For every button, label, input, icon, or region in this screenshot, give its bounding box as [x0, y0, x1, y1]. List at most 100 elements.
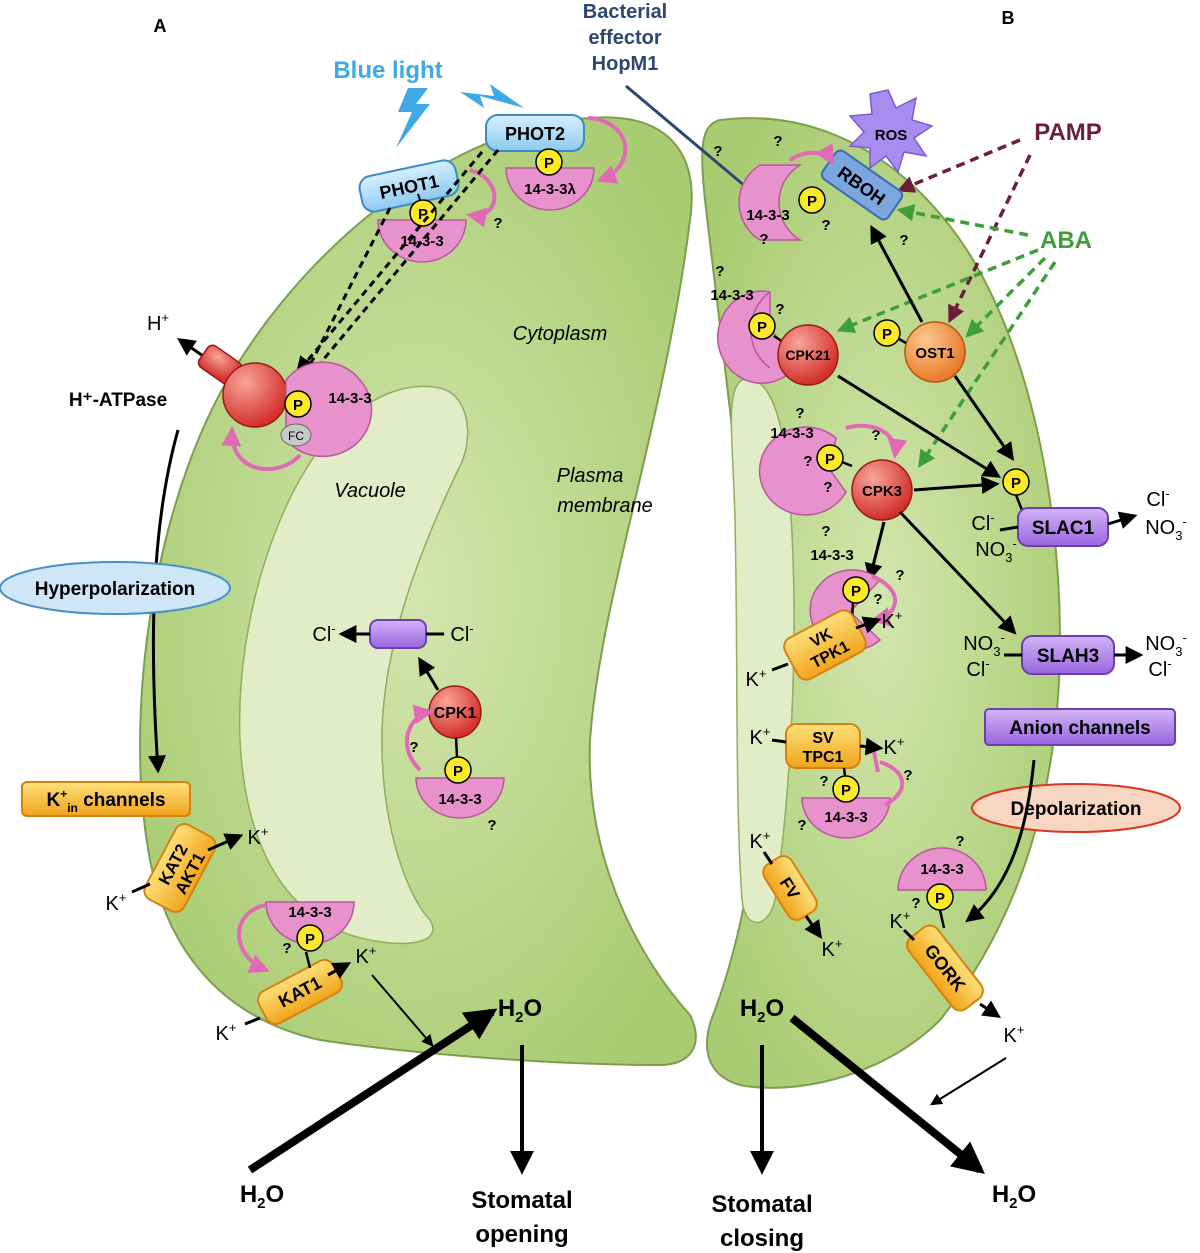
tpc1-14-3-3-adaptor: [801, 797, 891, 839]
tpk1-unknown-label-2: ?: [895, 567, 904, 584]
water-outside-right-label: H2O: [992, 1181, 1036, 1212]
gork-14-3-3-label: 14-3-3: [920, 861, 963, 878]
cpk1-unknown-label-1: ?: [409, 739, 418, 756]
cpk1-14-3-3-label: 14-3-3: [438, 791, 481, 808]
vacuole-label: Vacuole: [334, 480, 406, 502]
cpk21-to-slac1-arrow: [837, 374, 1002, 478]
rboh-unknown-label-3: ?: [759, 231, 768, 248]
water-influx-arrow: [247, 1008, 498, 1174]
depolarization-arrow: [965, 759, 1036, 923]
panel-label-a: A: [154, 16, 167, 36]
tpk1-out-arrow: [855, 616, 882, 634]
opening-label-2: opening: [475, 1221, 568, 1248]
sv-label: SV: [812, 730, 834, 747]
vacuolar-cl-channel[interactable]: [369, 619, 427, 649]
rboh-unknown-label-4: ?: [821, 217, 830, 234]
kat1-loop-arrow: [237, 903, 270, 974]
kat1-14-3-3-label: 14-3-3: [288, 904, 331, 921]
kat1-k-in-label: K+: [216, 1020, 237, 1045]
ost1-to-rboh-arrow: [870, 224, 924, 323]
k-in-channels-badge: [21, 781, 191, 817]
cpk1-unknown-label-2: ?: [487, 817, 496, 834]
phot1-14-3-3-adaptor: [377, 219, 467, 263]
tpc1-in-line: [771, 738, 787, 744]
rboh-14-3-3-label: 14-3-3: [746, 207, 789, 224]
kat2-akt1-channel[interactable]: [141, 821, 219, 916]
gork-k-in-label: K+: [890, 908, 911, 933]
plasma-membrane-label-2: membrane: [557, 495, 653, 517]
slac1-no3-out-label: NO3-: [1145, 514, 1187, 543]
phot2-receptor[interactable]: [485, 114, 585, 152]
tpc1-out-arrow: [859, 737, 884, 756]
cpk1-loop-arrow: [404, 704, 434, 772]
slac1-in-line: [999, 525, 1019, 532]
kat1-influx-line: [244, 1016, 261, 1026]
phot1-unknown-label: ?: [493, 215, 502, 232]
cpk1-phospho-label: P: [453, 763, 463, 780]
aba-to-cpk21-arrow: [836, 248, 1039, 333]
atpase-14-3-3-label: 14-3-3: [328, 390, 371, 407]
cpk1-label: CPK1: [434, 705, 477, 722]
slah3-label: SLAH3: [1037, 646, 1099, 667]
slac1-out-arrow: [1107, 511, 1138, 529]
ost1-kinase[interactable]: [904, 321, 966, 383]
fv-channel[interactable]: [759, 852, 820, 923]
phot1-receptor[interactable]: [357, 158, 460, 214]
phot1-phospho-label: P: [418, 206, 428, 223]
plasma-membrane-label-1: Plasma: [557, 465, 624, 487]
cpk1-phospho-icon: [444, 756, 472, 784]
k-release-arrow: [929, 1057, 1007, 1106]
tpc1-phospho-icon: [832, 775, 860, 803]
effector-label-2: effector: [588, 27, 662, 49]
phot2-phospho-icon: [535, 148, 563, 176]
rboh-unknown-label-2: ?: [773, 133, 782, 150]
kat1-influx-arrow: [327, 962, 352, 979]
kat2-k-out-label: K+: [248, 824, 269, 849]
cpk3-unknown-label-4: ?: [823, 479, 832, 496]
gork-channel[interactable]: [903, 921, 987, 1014]
phot2-phospho-label: P: [544, 155, 554, 172]
cpk21-label: CPK21: [785, 347, 830, 363]
rboh-phospho-icon: [798, 186, 826, 214]
kat1-link-line: [304, 951, 312, 969]
slah3-cl-out-label: Cl-: [1148, 656, 1171, 681]
kat2-influx-line: [131, 882, 151, 894]
k-in-channels-label: K+in channels: [46, 787, 165, 815]
ros-starburst-icon: [848, 89, 934, 174]
slah3-no3-out-label: NO3-: [1145, 630, 1187, 659]
proton-efflux-arrow: [177, 337, 207, 360]
tpc1-k-out-label: K+: [884, 734, 905, 759]
tpk1-in-line: [771, 662, 789, 672]
rboh-loop-arrow: [788, 143, 835, 166]
ost1-label: OST1: [915, 345, 954, 362]
opening-label-1: Stomatal: [471, 1187, 572, 1214]
h-atpase-pump[interactable]: [222, 362, 288, 428]
cpk3-label: CPK3: [862, 483, 902, 500]
cpk3-unknown-label-2: ?: [871, 427, 880, 444]
phot2-14-3-3-lambda-adaptor: [505, 167, 595, 211]
fv-in-line: [762, 851, 774, 865]
gork-out-arrow: [979, 1000, 1001, 1018]
phot2-to-atpase-dashed-arrow-1: [305, 149, 500, 381]
ost1-to-slac1-arrow: [953, 375, 1015, 461]
cpk21-kinase[interactable]: [777, 324, 839, 386]
kat2-k-in-label: K+: [106, 890, 127, 915]
tpc1-k-in-label: K+: [750, 724, 771, 749]
ros-label: ROS: [875, 127, 908, 144]
cpk3-kinase[interactable]: [851, 459, 913, 521]
rboh-14-3-3-adaptor: [738, 164, 803, 241]
slac1-cl-out-label: Cl-: [1146, 486, 1169, 511]
slah3-no3-in-label: NO3-: [963, 630, 1005, 659]
k-accumulation-arrow: [371, 974, 434, 1047]
gork-14-3-3-adaptor: [897, 847, 987, 891]
phot2-label: PHOT2: [505, 124, 565, 144]
tpc1-inhibit-bar: [872, 751, 880, 773]
tpc1-inhibit-arrow: [879, 760, 905, 807]
left-vacuole: [238, 385, 469, 945]
kat2-influx-arrow: [207, 833, 244, 852]
tpk1-k-in-label: K+: [746, 666, 767, 691]
atpase-phospho-icon: [284, 390, 312, 418]
atpase-loop-arrow: [221, 426, 302, 472]
cytoplasm-label: Cytoplasm: [513, 323, 607, 345]
cpk3-unknown-label-1: ?: [795, 405, 804, 422]
